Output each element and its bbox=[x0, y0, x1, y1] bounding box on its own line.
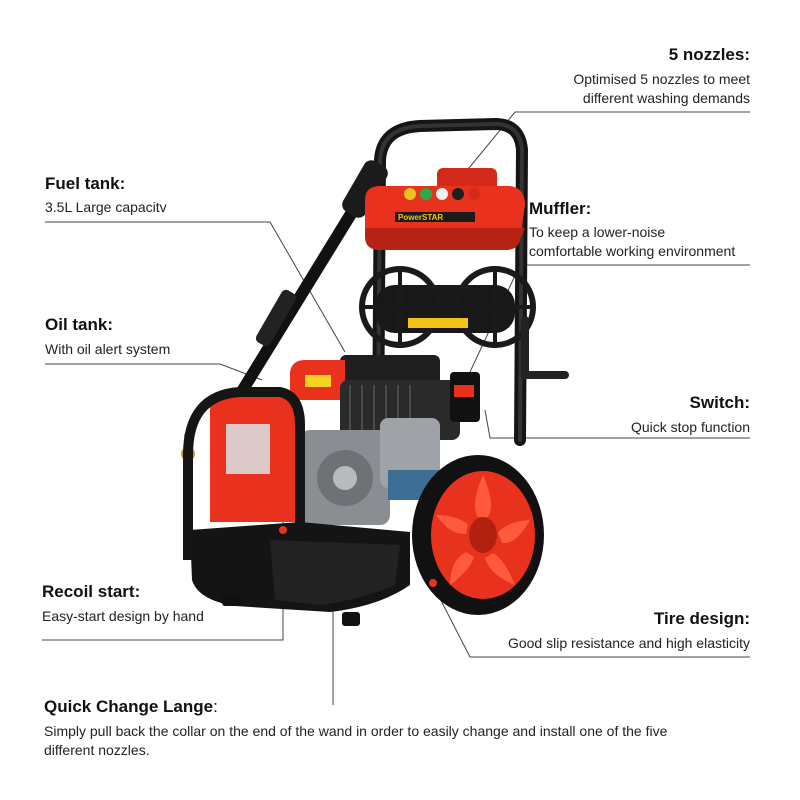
front-frame bbox=[183, 387, 305, 560]
tire-design-leader-line bbox=[431, 582, 750, 658]
wheel bbox=[412, 455, 544, 615]
tire-design-description: Good slip resistance and high elasticity bbox=[507, 635, 750, 651]
nozzles-description-line-2: different washing demands bbox=[582, 90, 750, 106]
quick-change-description-line-2: different nozzles. bbox=[44, 742, 150, 758]
oil-tank-description: With oil alert system bbox=[45, 341, 171, 357]
base bbox=[190, 522, 410, 626]
quick-change-title: Quick Change Lange: bbox=[44, 697, 218, 717]
fuel-tank-description: 3.5L Large capacitv bbox=[45, 199, 167, 215]
oil-tank-title: Oil tank: bbox=[45, 315, 114, 334]
nozzles-title: 5 nozzles: bbox=[668, 45, 750, 64]
brand-label: PowerSTAR bbox=[398, 213, 443, 222]
engine bbox=[290, 355, 480, 525]
muffler-description-line-1: To keep a lower-noise bbox=[529, 224, 666, 240]
muffler-title: Muffler: bbox=[529, 199, 592, 218]
quick-change-title-text: Quick Change Lange bbox=[44, 697, 214, 716]
handle-frame bbox=[372, 118, 528, 446]
nozzles-leader-line bbox=[454, 111, 750, 186]
switch-title: Switch: bbox=[689, 393, 750, 412]
control-panel: PowerSTAR bbox=[365, 168, 525, 250]
recoil-start-title: Recoil start: bbox=[42, 582, 141, 601]
hose-reel bbox=[359, 266, 569, 379]
quick-change-title-colon: : bbox=[213, 697, 218, 716]
nozzles-description-line-1: Optimised 5 nozzles to meet bbox=[573, 71, 750, 87]
oil-tank-leader-line bbox=[45, 363, 263, 381]
recoil-start-description: Easy-start design by hand bbox=[42, 608, 204, 624]
muffler-description-line-2: comfortable working environment bbox=[529, 243, 736, 259]
switch-leader-line bbox=[484, 409, 750, 439]
quick-change-description-line-1: Simply pull back the collar on the end o… bbox=[44, 723, 668, 739]
fuel-tank-title: Fuel tank: bbox=[45, 174, 126, 193]
switch-description: Quick stop function bbox=[630, 419, 750, 435]
fuel-tank-leader-line bbox=[45, 221, 346, 353]
tire-design-title: Tire design: bbox=[653, 609, 750, 628]
